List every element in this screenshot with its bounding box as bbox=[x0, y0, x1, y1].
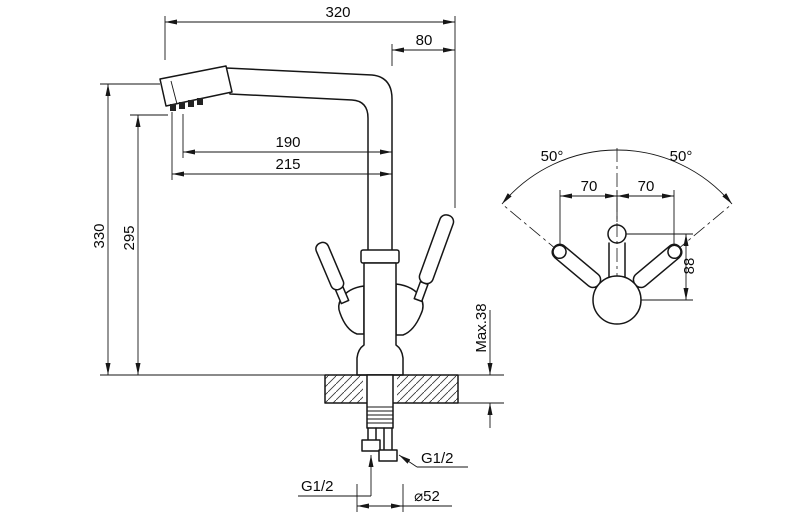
dim-215-label: 215 bbox=[275, 156, 300, 173]
dim-190: 190 bbox=[182, 114, 392, 158]
aerator-teeth bbox=[170, 98, 203, 111]
faucet-body bbox=[356, 262, 404, 376]
side-view-dimensions: 320 80 190 215 330 bbox=[91, 4, 504, 512]
dim-215: 215 bbox=[171, 112, 392, 180]
spout-head-detail-line bbox=[170, 80, 178, 105]
right-handle bbox=[413, 214, 455, 303]
top-right-handle bbox=[632, 243, 683, 289]
dim-70-right-label: 70 bbox=[638, 178, 655, 195]
dim-330-label: 330 bbox=[91, 223, 108, 248]
g12-right-label: G1/2 bbox=[421, 450, 454, 467]
dim-max38: Max.38 bbox=[458, 303, 504, 428]
hose-nut-left bbox=[361, 439, 381, 452]
top-left-handle bbox=[551, 243, 602, 289]
mounting-shank bbox=[366, 374, 394, 429]
top-body-circle bbox=[592, 275, 642, 325]
side-view bbox=[159, 65, 459, 462]
dim-295-label: 295 bbox=[121, 225, 138, 250]
dim-dia52-label: ⌀52 bbox=[414, 488, 440, 505]
dim-295: 295 bbox=[121, 114, 168, 375]
angle-arc-left bbox=[501, 149, 618, 205]
dim-190-label: 190 bbox=[275, 134, 300, 151]
dim-320-label: 320 bbox=[325, 4, 350, 21]
left-handle bbox=[315, 241, 350, 305]
top-right-handle-tip bbox=[667, 244, 682, 260]
countertop bbox=[324, 374, 459, 404]
dim-88-label: 88 bbox=[681, 258, 698, 275]
mounting-collar bbox=[360, 249, 400, 264]
dim-88: 88 bbox=[626, 233, 698, 301]
dim-80-label: 80 bbox=[416, 32, 433, 49]
hose-nut-right bbox=[378, 449, 398, 462]
supply-hose-left bbox=[361, 427, 381, 452]
dim-dia52: ⌀52 bbox=[356, 484, 452, 512]
callout-g12-right: G1/2 bbox=[398, 450, 468, 468]
dim-330: 330 bbox=[91, 83, 325, 376]
top-left-handle-tip bbox=[552, 244, 567, 260]
dim-70-pair: 70 70 bbox=[559, 178, 675, 246]
dim-320: 320 bbox=[164, 4, 456, 208]
supply-hose-right bbox=[378, 427, 398, 462]
angle-arc-right bbox=[616, 149, 733, 205]
g12-left-label: G1/2 bbox=[301, 478, 334, 495]
dim-max38-label: Max.38 bbox=[473, 303, 490, 352]
shank-threads bbox=[367, 406, 393, 424]
dim-70-left-label: 70 bbox=[581, 178, 598, 195]
angle-left-label: 50° bbox=[541, 148, 564, 165]
counter-hatch-left bbox=[325, 375, 363, 403]
callout-g12-left: G1/2 bbox=[298, 455, 374, 497]
under-counter-assembly bbox=[361, 374, 398, 462]
top-view: 70 70 88 50° 50° bbox=[501, 148, 733, 325]
counter-hatch-right bbox=[397, 375, 458, 403]
spout-head bbox=[159, 65, 233, 107]
angle-right-label: 50° bbox=[670, 148, 693, 165]
dim-80: 80 bbox=[391, 32, 455, 66]
